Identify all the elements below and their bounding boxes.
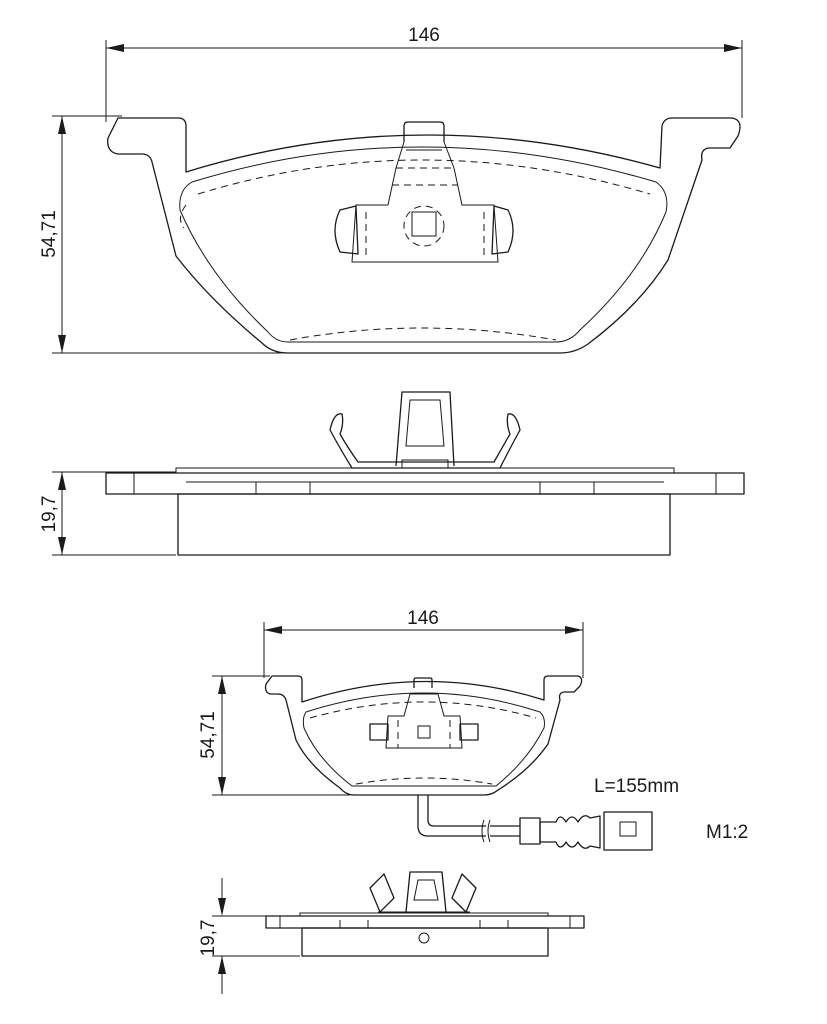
friction-block-side: [177, 493, 671, 556]
width-dimension-label: 146: [408, 25, 440, 46]
spring-clip: [329, 413, 521, 469]
sensor-connector: [603, 811, 653, 851]
wire-length-label: L=155mm: [594, 776, 679, 797]
center-window: [411, 211, 437, 237]
pad-side-view-large: 19,7: [39, 391, 745, 556]
small-width-dimension-label: 146: [407, 608, 439, 629]
wear-sensor-wire: [417, 795, 486, 837]
small-backing-plate-outline: [264, 675, 583, 796]
thickness-dimension-label: 19,7: [39, 496, 60, 533]
small-backing-plate-side: [265, 915, 585, 929]
height-dimension-label: 54,71: [39, 210, 60, 258]
small-thickness-dimension-label: 19,7: [198, 920, 219, 957]
friction-pad-outline: [179, 146, 668, 343]
pad-front-view-large: 146 54,71: [39, 25, 743, 354]
pad-front-view-small: 146 54,71 L=155mm M1:2: [198, 608, 748, 851]
central-tab: [403, 121, 445, 142]
backing-plate-side: [105, 472, 745, 495]
small-height-dimension-label: 54,71: [198, 711, 219, 759]
small-friction-block-side: [301, 927, 549, 957]
pad-side-view-small: 19,7: [198, 871, 585, 994]
scale-label: M1:2: [706, 822, 748, 843]
backing-plate-outline: [107, 117, 741, 354]
